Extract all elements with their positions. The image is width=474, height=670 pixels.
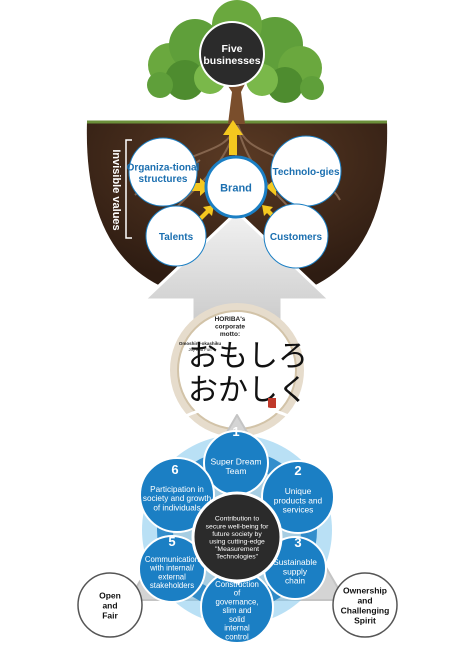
wheel-item-5-number: 5: [168, 534, 175, 549]
talents-node: [145, 205, 207, 267]
five-businesses-circle: [199, 21, 265, 87]
motto-translation: Joy and Fun: [188, 347, 212, 352]
wheel-item-2-circle: [261, 460, 335, 534]
ownership-badge: [332, 572, 398, 638]
technologies-label: Technolo-gies: [272, 167, 339, 178]
arrow-brand-to-tree: [223, 120, 243, 155]
brand-label: Brand: [220, 182, 252, 194]
open-fair-badge: [77, 572, 143, 638]
motto-seal: [268, 398, 276, 408]
invisible-values-label: Invisible values: [110, 149, 122, 230]
wheel-item-1-number: 1: [232, 424, 239, 439]
motto-calligraphy: おもしろおかしく: [188, 339, 308, 408]
talents-label: Talents: [159, 232, 194, 243]
wheel-item-6-circle: [139, 457, 215, 533]
wheel-item-2-number: 2: [294, 463, 301, 478]
wheel-item-3-number: 3: [294, 535, 301, 550]
brand-node: [204, 155, 268, 219]
customers-label: Customers: [270, 232, 323, 243]
wheel-center-circle: [191, 491, 283, 583]
wheel-outer-ring: [110, 403, 364, 657]
organizational-structures-node: [128, 137, 198, 207]
motto-romaji: Omoshiro-okashiku: [179, 341, 222, 346]
wheel-item-6-number: 6: [171, 462, 178, 477]
arrow-org-to-brand: [186, 178, 210, 196]
invisible-values-bracket: [125, 139, 132, 239]
customers-node: [263, 203, 329, 269]
